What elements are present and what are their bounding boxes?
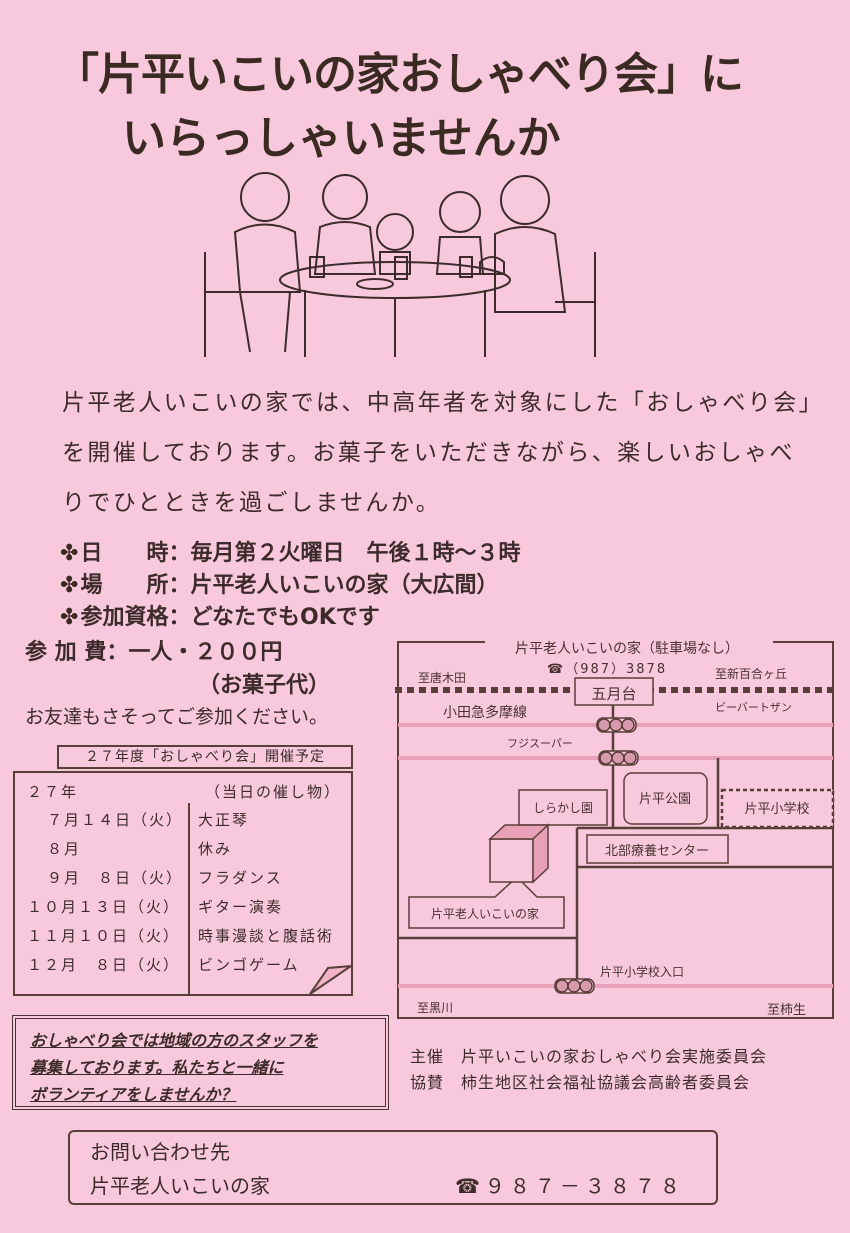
page-curl-icon — [309, 964, 353, 995]
volunteer-line: ボランティアをしませんか？ — [30, 1085, 237, 1104]
schedule-table: ２７年 （当日の催し物） ７月１４日（火） 大正琴 ８月 休み ９月 ８日（火） フラ… — [13, 771, 353, 996]
map-park: 片平公園 — [639, 792, 691, 807]
host-line: 主催 片平いこいの家おしゃべり会実施委員会 — [410, 1043, 767, 1067]
map-house: 片平老人いこいの家 — [431, 906, 539, 921]
fee-label: 参 加 費 — [25, 640, 107, 665]
map-to-kakio: 至柿生 — [767, 1002, 806, 1018]
schedule-event: ビンゴゲーム — [198, 956, 300, 974]
schedule-event-header: （当日の催し物） — [205, 783, 342, 801]
schedule-date: ７月１４日（火） — [47, 811, 184, 829]
map-to-karakida: 至唐木田 — [418, 670, 466, 685]
clover-icon: ✤ — [60, 541, 79, 566]
intro-line-2: を開催しております。お菓子をいただきながら、楽しいおしゃべ — [62, 440, 795, 466]
map-beaver: ビーバートザン — [715, 701, 792, 714]
access-map: 片平老人いこいの家（駐車場なし） ☎（987）3878 至唐木田 至新百合ヶ丘 … — [395, 640, 835, 1019]
schedule-year: ２７年 — [27, 783, 79, 801]
intro-line-3: りでひとときを過ごしませんか。 — [62, 490, 442, 516]
shirakashi-box — [518, 789, 608, 826]
clover-icon: ✤ — [60, 573, 79, 598]
schedule-date: １１月１０日（火） — [27, 927, 181, 945]
info-value: ：片平老人いこいの家（大広間） — [168, 573, 499, 598]
host-label: 主催 — [410, 1047, 445, 1066]
host-value: 片平いこいの家おしゃべり会実施委員会 — [461, 1047, 768, 1066]
info-label: 参加資格 — [80, 605, 169, 630]
fee-value: ：一人・２００円 — [106, 640, 283, 665]
intro-line-1: 片平老人いこいの家では、中高年者を対象にした「おしゃべり会」 — [62, 390, 824, 416]
map-school-entrance: 片平小学校入口 — [600, 964, 684, 979]
schedule-date: ８月 — [47, 840, 82, 858]
family-illustration — [204, 172, 596, 357]
map-phone: ☎（987）3878 — [547, 662, 667, 677]
volunteer-box: おしゃべり会では地域の方のスタッフを 募集しております。私たちと一緒に ボランテ… — [12, 1015, 389, 1110]
contact-name: 片平老人いこいの家 — [90, 1174, 270, 1198]
schedule-title: ２７年度「おしゃべり会」開催予定 — [57, 745, 353, 769]
contact-box: お問い合わせ先 片平老人いこいの家 ☎９８７－３８７８ — [68, 1130, 718, 1205]
map-to-kurokawa: 至黒川 — [417, 1001, 453, 1015]
info-value: ：毎月第２火曜日 午後１時～３時 — [168, 541, 521, 566]
traffic-signal-icons — [554, 717, 639, 994]
fee: 参 加 費：一人・２００円 — [25, 634, 282, 666]
schedule-event: ギター演奏 — [198, 898, 284, 916]
center-box — [586, 834, 729, 864]
schedule-event: 大正琴 — [198, 811, 250, 829]
schedule-date: １２月 ８日（火） — [27, 956, 181, 974]
volunteer-line: 募集しております。私たちと一緒に — [30, 1058, 284, 1077]
contact-label: お問い合わせ先 — [90, 1140, 230, 1164]
map-center: 北部療養センター — [605, 843, 709, 859]
map-fuji: フジスーパー — [507, 737, 573, 750]
fee-note: （お菓子代） — [198, 673, 331, 698]
info-eligibility: ✤参加資格：どなたでもOKです — [60, 599, 380, 631]
support-label: 協賛 — [410, 1073, 445, 1092]
support-line: 協賛 柿生地区社会福祉協議会高齢者委員会 — [410, 1069, 750, 1093]
schedule-event: 時事漫談と腹話術 — [198, 927, 335, 945]
schedule-event: フラダンス — [198, 869, 283, 887]
schedule-event: 休み — [198, 840, 233, 858]
invite-text: お友達もさそってご参加ください。 — [25, 706, 329, 728]
house-icon — [488, 823, 550, 884]
volunteer-line: おしゃべり会では地域の方のスタッフを — [30, 1031, 319, 1050]
school-box — [720, 788, 835, 829]
map-railway: 小田急多摩線 — [443, 704, 527, 721]
map-school: 片平小学校 — [744, 801, 809, 817]
info-datetime: ✤日 時：毎月第２火曜日 午後１時～３時 — [60, 535, 520, 567]
column-divider — [188, 803, 190, 996]
info-place: ✤場 所：片平老人いこいの家（大広間） — [60, 567, 498, 599]
map-to-shinyurigaoka: 至新百合ヶ丘 — [715, 666, 787, 681]
schedule-date: １０月１３日（火） — [27, 898, 181, 916]
clover-icon: ✤ — [60, 605, 79, 630]
info-label: 場 所 — [80, 573, 169, 598]
schedule-date: ９月 ８日（火） — [47, 869, 184, 887]
house-label-box — [408, 875, 565, 929]
title-line-1: 「片平いこいの家おしゃべり会」に — [55, 49, 744, 100]
title-line-2: いらっしゃいませんか — [122, 113, 561, 164]
info-value: ：どなたでもOKです — [168, 605, 380, 630]
info-label: 日 時 — [80, 541, 169, 566]
map-shirakashi: しらかし園 — [533, 801, 593, 815]
support-value: 柿生地区社会福祉協議会高齢者委員会 — [461, 1073, 751, 1092]
park-box — [623, 772, 708, 825]
contact-phone: ☎９８７－３８７８ — [455, 1174, 685, 1198]
map-title: 片平老人いこいの家（駐車場なし） — [515, 640, 739, 657]
station-box — [574, 677, 654, 706]
map-station: 五月台 — [591, 685, 636, 703]
